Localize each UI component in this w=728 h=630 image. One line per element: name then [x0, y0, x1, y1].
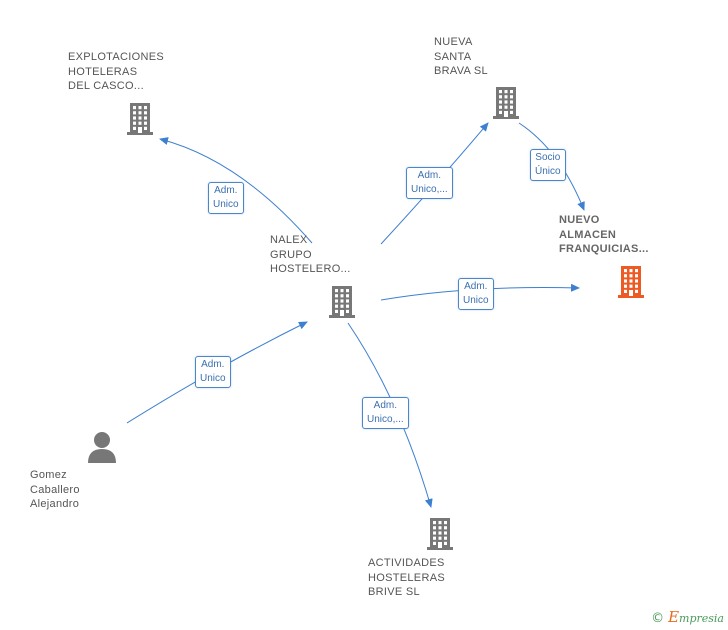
edge-label-line: Unico,...: [367, 414, 404, 425]
edge-label-line: Adm.: [464, 281, 488, 292]
edge-label-line: Socio: [535, 152, 561, 163]
label-line: Caballero: [30, 483, 80, 496]
person-icon[interactable]: [86, 430, 118, 464]
edge-label-line: Unico: [200, 373, 226, 384]
node-label-gomez[interactable]: Gomez Caballero Alejandro: [30, 468, 170, 512]
label-line: SANTA: [434, 50, 472, 63]
label-line: NUEVO: [559, 214, 600, 226]
edge-label-gomez-nalex[interactable]: Adm. Unico: [195, 356, 231, 388]
node-label-nuevo-almacen[interactable]: NUEVO ALMACEN FRANQUICIAS...: [559, 213, 699, 257]
building-icon[interactable]: [614, 263, 648, 299]
label-line: BRIVE SL: [368, 586, 420, 598]
label-line: ACTIVIDADES: [368, 557, 445, 569]
label-line: HOTELERAS: [68, 65, 138, 78]
edge-label-nalex-explotaciones[interactable]: Adm. Unico: [208, 182, 244, 214]
copyright-symbol: ©: [651, 611, 665, 626]
label-line: HOSTELERO...: [270, 263, 351, 275]
label-line: NALEX: [270, 234, 308, 246]
building-icon[interactable]: [325, 283, 359, 319]
edge-label-line: Adm.: [417, 170, 442, 181]
edge-label-line: Único: [535, 166, 561, 177]
node-label-nalex[interactable]: NALEX GRUPO HOSTELERO...: [270, 233, 410, 277]
edge-label-nalex-nueva-santa[interactable]: Adm. Unico,...: [406, 167, 453, 199]
building-icon[interactable]: [489, 84, 523, 120]
node-label-actividades[interactable]: ACTIVIDADES HOSTELERAS BRIVE SL: [368, 556, 508, 600]
brand-footer: ©Empresia: [651, 608, 724, 626]
edge-label-line: Adm.: [201, 359, 225, 370]
label-line: HOSTELERAS: [368, 571, 445, 584]
label-line: NUEVA: [434, 36, 473, 48]
label-line: FRANQUICIAS...: [559, 243, 649, 255]
node-label-explotaciones[interactable]: EXPLOTACIONES HOTELERAS DEL CASCO...: [68, 50, 208, 94]
edge-nalex-explotaciones: [159, 137, 313, 244]
label-line: BRAVA SL: [434, 65, 488, 77]
edge-label-nalex-nuevo-almacen[interactable]: Adm. Unico: [458, 278, 494, 310]
edge-label-nalex-actividades[interactable]: Adm. Unico,...: [362, 397, 409, 429]
edge-label-line: Adm.: [214, 185, 238, 196]
label-line: Gomez: [30, 469, 67, 481]
brand-logo-text: mpresia: [679, 612, 724, 625]
label-line: Alejandro: [30, 498, 80, 510]
label-line: EXPLOTACIONES: [68, 51, 164, 63]
edge-label-line: Unico: [213, 199, 239, 210]
building-icon[interactable]: [123, 100, 157, 136]
edge-label-line: Adm.: [373, 400, 398, 411]
brand-logo-initial: E: [668, 608, 680, 626]
building-icon[interactable]: [423, 515, 457, 551]
label-line: ALMACEN: [559, 228, 617, 241]
edge-label-line: Unico: [463, 295, 489, 306]
label-line: GRUPO: [270, 248, 312, 261]
edge-label-nueva-santa-nuevo-almacen[interactable]: Socio Único: [530, 149, 566, 181]
edge-label-line: Unico,...: [411, 184, 448, 195]
node-label-nueva-santa[interactable]: NUEVA SANTA BRAVA SL: [434, 35, 574, 79]
label-line: DEL CASCO...: [68, 80, 144, 92]
